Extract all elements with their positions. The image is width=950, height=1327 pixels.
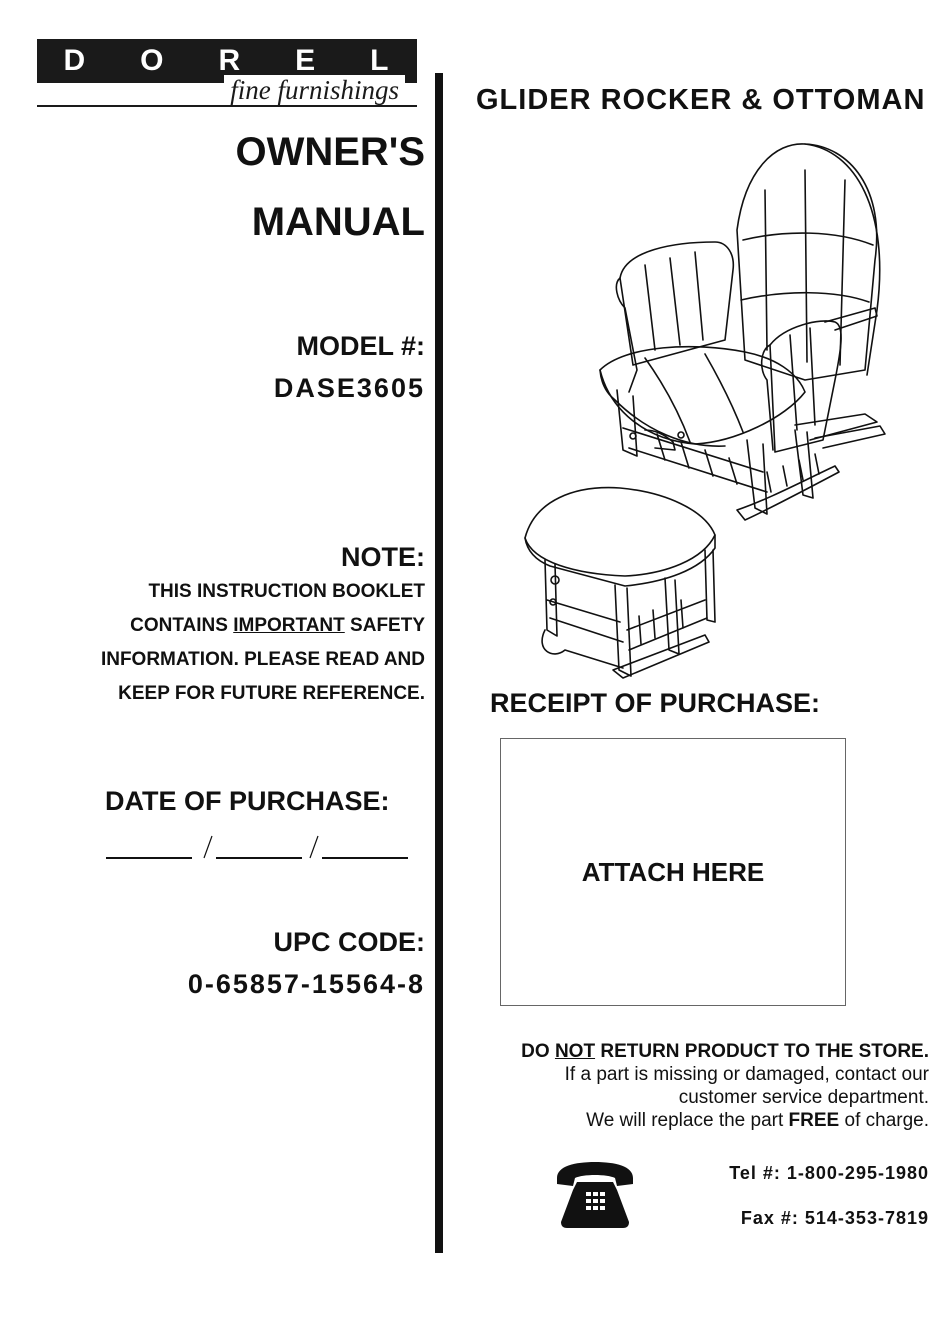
glider-rocker-and-ottoman-illustration: [524, 143, 886, 679]
note-line: THIS INSTRUCTION BOOKLET: [148, 581, 425, 602]
logo-letter: R: [218, 44, 243, 77]
notice-line: customer service department.: [678, 1087, 929, 1108]
note-line: KEEP FOR FUTURE REFERENCE.: [118, 683, 425, 704]
note-text: SAFETY: [344, 615, 425, 636]
model-label: MODEL #:: [296, 331, 425, 361]
logo-letter: O: [140, 44, 166, 77]
fax-number: Fax #: 514-353-7819: [740, 1208, 929, 1228]
date-of-purchase-label: DATE OF PURCHASE:: [105, 786, 390, 816]
manual-title-line1: OWNER'S: [235, 130, 425, 174]
notice-text: RETURN PRODUCT TO THE STORE.: [595, 1041, 929, 1062]
logo-rule: [37, 105, 417, 107]
notice-text: We will replace the part: [586, 1110, 789, 1131]
receipt-title: RECEIPT OF PURCHASE:: [490, 688, 821, 718]
notice-text: of charge.: [839, 1110, 929, 1131]
note-line: INFORMATION. PLEASE READ AND: [100, 649, 425, 670]
tel-number: Tel #: 1-800-295-1980: [729, 1163, 929, 1183]
upc-label: UPC CODE:: [273, 927, 425, 957]
upc-code: 0-65857-15564-8: [187, 969, 425, 999]
logo-letter: E: [295, 44, 318, 77]
logo-letter: D: [63, 44, 88, 77]
logo-letter: L: [370, 44, 391, 77]
notice-line: DO NOT RETURN PRODUCT TO THE STORE.: [521, 1040, 929, 1063]
date-blank-lines[interactable]: [106, 832, 408, 862]
notice-text: DO: [521, 1041, 555, 1062]
note-text: CONTAINS: [130, 615, 234, 636]
notice-line: If a part is missing or damaged, contact…: [564, 1064, 929, 1085]
note-line: CONTAINS IMPORTANT SAFETY: [101, 609, 425, 643]
receipt-attach-area: ATTACH HERE: [500, 738, 846, 1006]
model-number: DASE3605: [273, 373, 425, 403]
attach-here-label: ATTACH HERE: [581, 856, 765, 887]
return-notice: DO NOT RETURN PRODUCT TO THE STORE. If a…: [521, 1040, 929, 1132]
notice-emphasis: NOT: [554, 1041, 596, 1062]
note-label: NOTE:: [341, 542, 425, 572]
vertical-divider: [435, 73, 443, 1253]
brand-logo: D O R E L fine furnishings: [37, 39, 417, 107]
logo-subtitle: fine furnishings: [224, 75, 405, 105]
note-body: THIS INSTRUCTION BOOKLET CONTAINS IMPORT…: [101, 575, 425, 711]
notice-emphasis: FREE: [788, 1110, 840, 1131]
telephone-icon: [557, 1162, 633, 1228]
product-title: GLIDER ROCKER & OTTOMAN: [476, 84, 926, 116]
note-emphasis: IMPORTANT: [233, 615, 345, 636]
manual-title-line2: MANUAL: [251, 200, 425, 244]
notice-line: We will replace the part FREE of charge.: [521, 1109, 929, 1132]
logo-letters: D O R E L: [37, 39, 417, 83]
